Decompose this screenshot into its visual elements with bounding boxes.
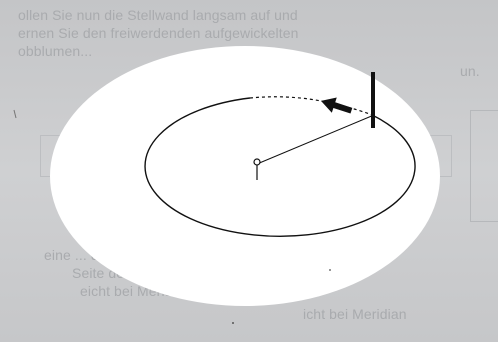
direction-arrow-icon bbox=[319, 93, 354, 118]
stray-mark bbox=[14, 110, 16, 118]
stray-dot bbox=[232, 322, 234, 324]
radius-line bbox=[257, 115, 374, 164]
stray-dot bbox=[329, 269, 331, 271]
center-pin-head bbox=[254, 159, 260, 165]
vertical-post bbox=[371, 72, 375, 128]
